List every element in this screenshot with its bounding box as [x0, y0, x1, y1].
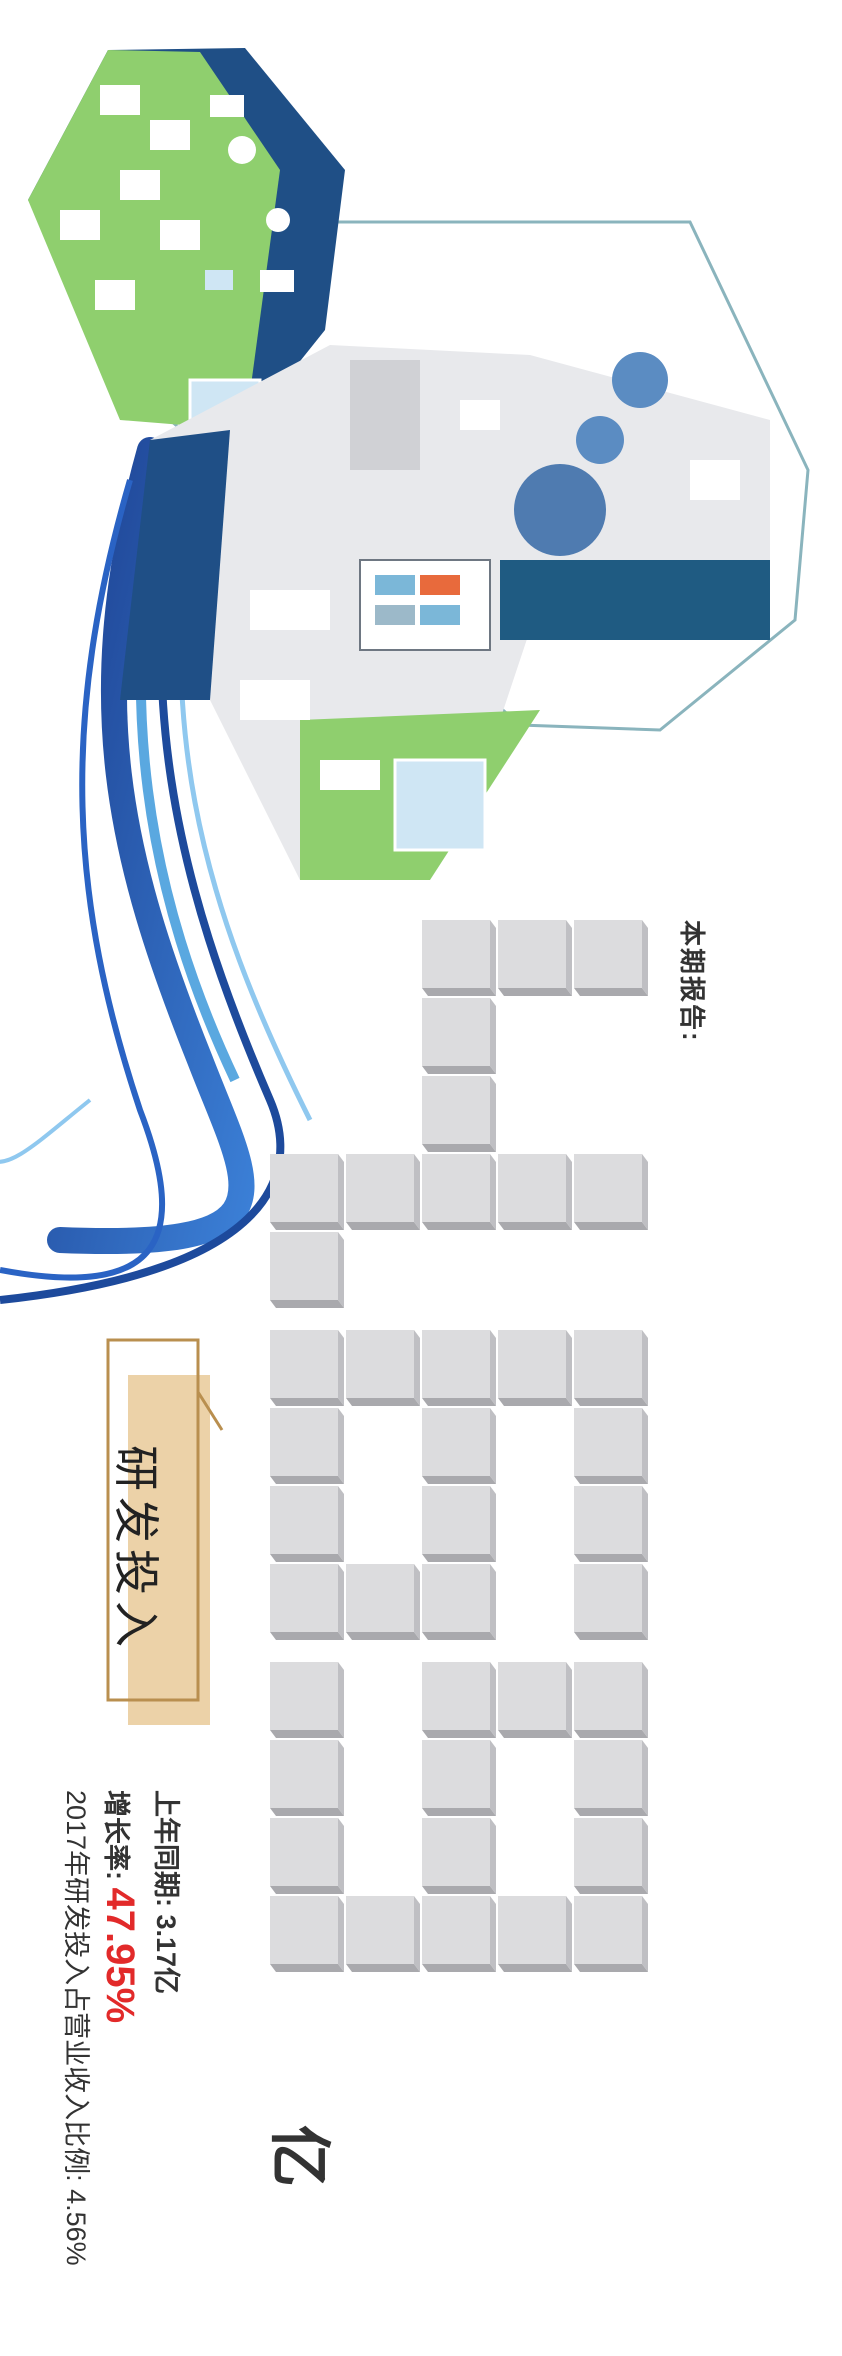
number-tile: [574, 1740, 648, 1816]
badge-title: 研发投入: [110, 1445, 162, 1653]
number-tile: [270, 1896, 344, 1972]
number-tile: [270, 1232, 344, 1308]
number-tile: [422, 1076, 496, 1152]
number-tile: [574, 1662, 648, 1738]
number-tile: [270, 1662, 344, 1738]
number-tile: [346, 1154, 420, 1230]
number-tile: [270, 1486, 344, 1562]
growth-label: 增长率:: [101, 1790, 131, 1880]
number-tile: [574, 1154, 648, 1230]
number-tile: [270, 1564, 344, 1640]
number-tile: [574, 1486, 648, 1562]
previous-year-stat: 上年同期: 3.17亿: [151, 1790, 181, 1995]
rd-ratio-stat: 2017年研发投入占营业收入比例: 4.56%: [61, 1790, 91, 2266]
number-tile: [422, 1564, 496, 1640]
number-tile: [574, 1896, 648, 1972]
growth-stat: 增长率: 47.95%: [97, 1790, 142, 2023]
number-tile: [422, 1818, 496, 1894]
number-tile: [346, 1330, 420, 1406]
number-tile: [498, 920, 572, 996]
number-tile: [270, 1330, 344, 1406]
number-tile: [346, 1564, 420, 1640]
number-tile: [422, 1486, 496, 1562]
number-tile: [574, 1818, 648, 1894]
number-tile: [574, 1330, 648, 1406]
number-tile: [422, 1740, 496, 1816]
number-tile: [574, 1564, 648, 1640]
number-tile: [270, 1818, 344, 1894]
number-tile: [422, 1408, 496, 1484]
big-number-tiles: [270, 920, 648, 1972]
number-tile: [498, 1330, 572, 1406]
number-tile: [422, 1662, 496, 1738]
number-tile: [346, 1896, 420, 1972]
number-tile: [498, 1154, 572, 1230]
number-tile: [498, 1896, 572, 1972]
lab-floor-illustration: [120, 345, 770, 880]
number-tile: [270, 1408, 344, 1484]
number-tile: [422, 998, 496, 1074]
number-tile: [422, 1330, 496, 1406]
unit-label: 亿: [264, 2125, 333, 2188]
number-tile: [574, 920, 648, 996]
number-tile: [422, 1896, 496, 1972]
number-tile: [422, 920, 496, 996]
growth-rate: 47.95%: [98, 1887, 142, 2024]
number-tile: [270, 1154, 344, 1230]
number-tile: [270, 1740, 344, 1816]
report-label: 本期报告:: [677, 920, 707, 1043]
number-tile: [498, 1662, 572, 1738]
title-badge: [106, 1338, 224, 1725]
number-tile: [574, 1408, 648, 1484]
number-tile: [422, 1154, 496, 1230]
